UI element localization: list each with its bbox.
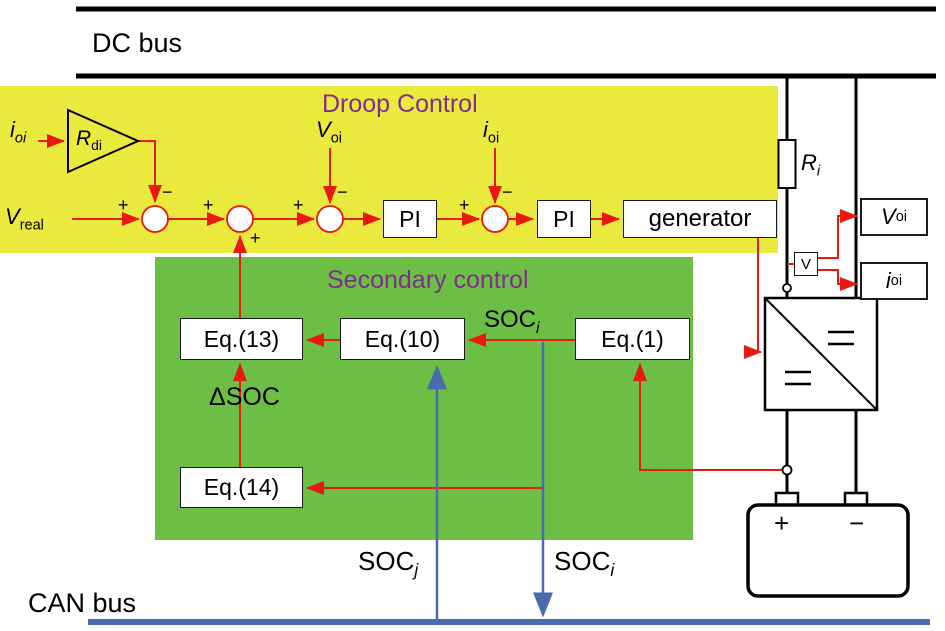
pi-controller-2: PI [537,200,591,238]
pi-controller-1: PI [383,200,437,238]
sum2-plus-sign: + [203,195,214,215]
summing-junction-3 [316,205,344,233]
battery [746,491,910,598]
i-oi-ref-label: ioi [483,117,500,147]
droop-input-current-label: ioi [10,117,27,147]
eq10-block: Eq.(10) [340,318,465,360]
v-real-label: Vreal [5,204,44,234]
summing-junction-1 [141,205,169,233]
resistor-ri-label: Ri [801,150,821,180]
can-bus-label: CAN bus [28,588,137,618]
summing-junction-4 [481,205,509,233]
summing-junction-2 [226,205,254,233]
voltmeter-block: V [794,252,818,276]
generator-block: generator [623,200,777,238]
sum4-plus-sign: + [459,195,470,215]
red-signal-wires [38,134,858,495]
soc-j-can-label: SOCj [358,546,419,581]
secondary-control-title: Secondary control [327,266,529,294]
sum1-minus-sign: − [162,182,173,202]
droop-gain-label: Rdi [76,127,102,154]
delta-soc-label: ΔSOC [209,383,280,411]
eq1-block: Eq.(1) [575,318,690,360]
sum2-plus-bottom-sign: + [250,228,261,248]
battery-tap-node [781,464,793,476]
soc-i-can-label: SOCi [554,546,615,581]
dc-bus-label: DC bus [92,28,183,58]
sum1-plus-sign: + [118,195,129,215]
circuit-wires [785,78,858,496]
soc-can-arrows [427,342,553,620]
eq14-block: Eq.(14) [180,467,303,508]
resistor-ri [777,139,797,189]
droop-control-title: Droop Control [322,90,478,118]
dc-bus-lines [76,6,936,79]
dc-dc-converter [763,296,879,412]
droop-gain-triangle [67,108,141,174]
summing-junctions [141,205,509,233]
eq13-block: Eq.(13) [180,318,303,360]
soc-i-label: SOCi [484,306,540,337]
battery-minus-terminal-label: − [849,508,865,538]
battery-plus-terminal-label: + [774,508,790,538]
sum3-minus-sign: − [337,182,348,202]
sum4-minus-sign: − [502,182,513,202]
sum3-plus-sign: + [293,195,304,215]
v-oi-ref-label: Voi [316,117,342,147]
current-sense-node [782,283,792,293]
